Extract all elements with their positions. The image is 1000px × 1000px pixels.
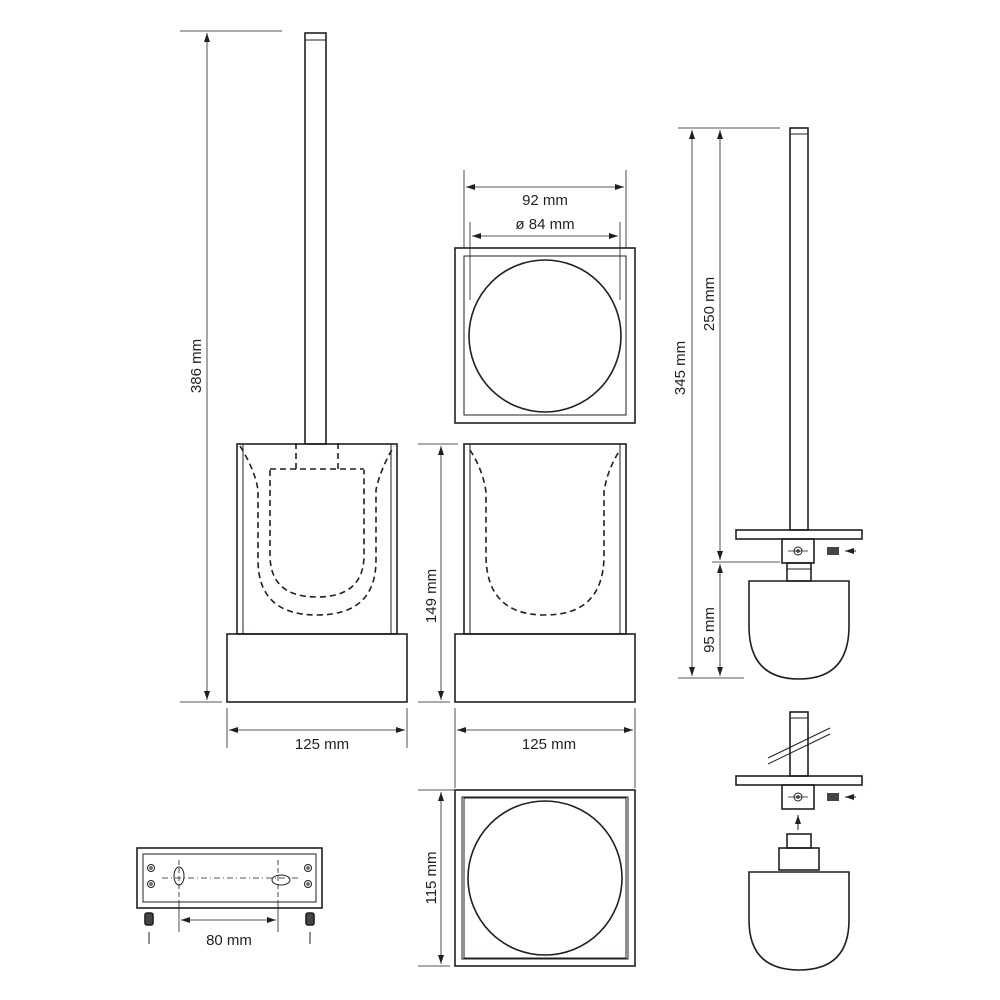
lid-circle [468,259,622,413]
dim-hole-spacing: 80 mm [206,932,252,949]
bottom-circle [467,800,623,956]
dim-handle-length: 250 mm [701,277,718,331]
side-view-container: 149 mm 125 mm [418,443,636,788]
dim-depth: 115 mm [423,851,440,904]
inner-cup-outline [239,445,395,616]
dim-outer-width: 92 mm [522,192,568,209]
brush-handle [789,127,809,531]
front-view: 386 mm 125 mm [180,30,408,753]
base-block [226,633,408,703]
brush-exploded-view [735,711,863,971]
dim-inner-diameter: ø 84 mm [515,216,574,233]
dim-brush-head: 95 mm [701,607,718,653]
brush-cap-plate [735,529,863,540]
glass-container [236,443,398,635]
wall-plate-view: 80 mm [136,847,323,949]
top-view-lid: 92 mm ø 84 mm [454,170,636,424]
handle-rod [304,32,327,445]
dim-width-side: 125 mm [522,736,576,753]
brush-view: 345 mm 250 mm 95 mm [672,127,863,680]
dim-total-height: 386 mm [188,339,205,393]
bottom-view: 115 mm [418,789,636,967]
dim-container-height: 149 mm [423,569,440,623]
dim-width-front: 125 mm [295,736,349,753]
brush-head [748,580,850,680]
dim-brush-total: 345 mm [672,341,689,395]
